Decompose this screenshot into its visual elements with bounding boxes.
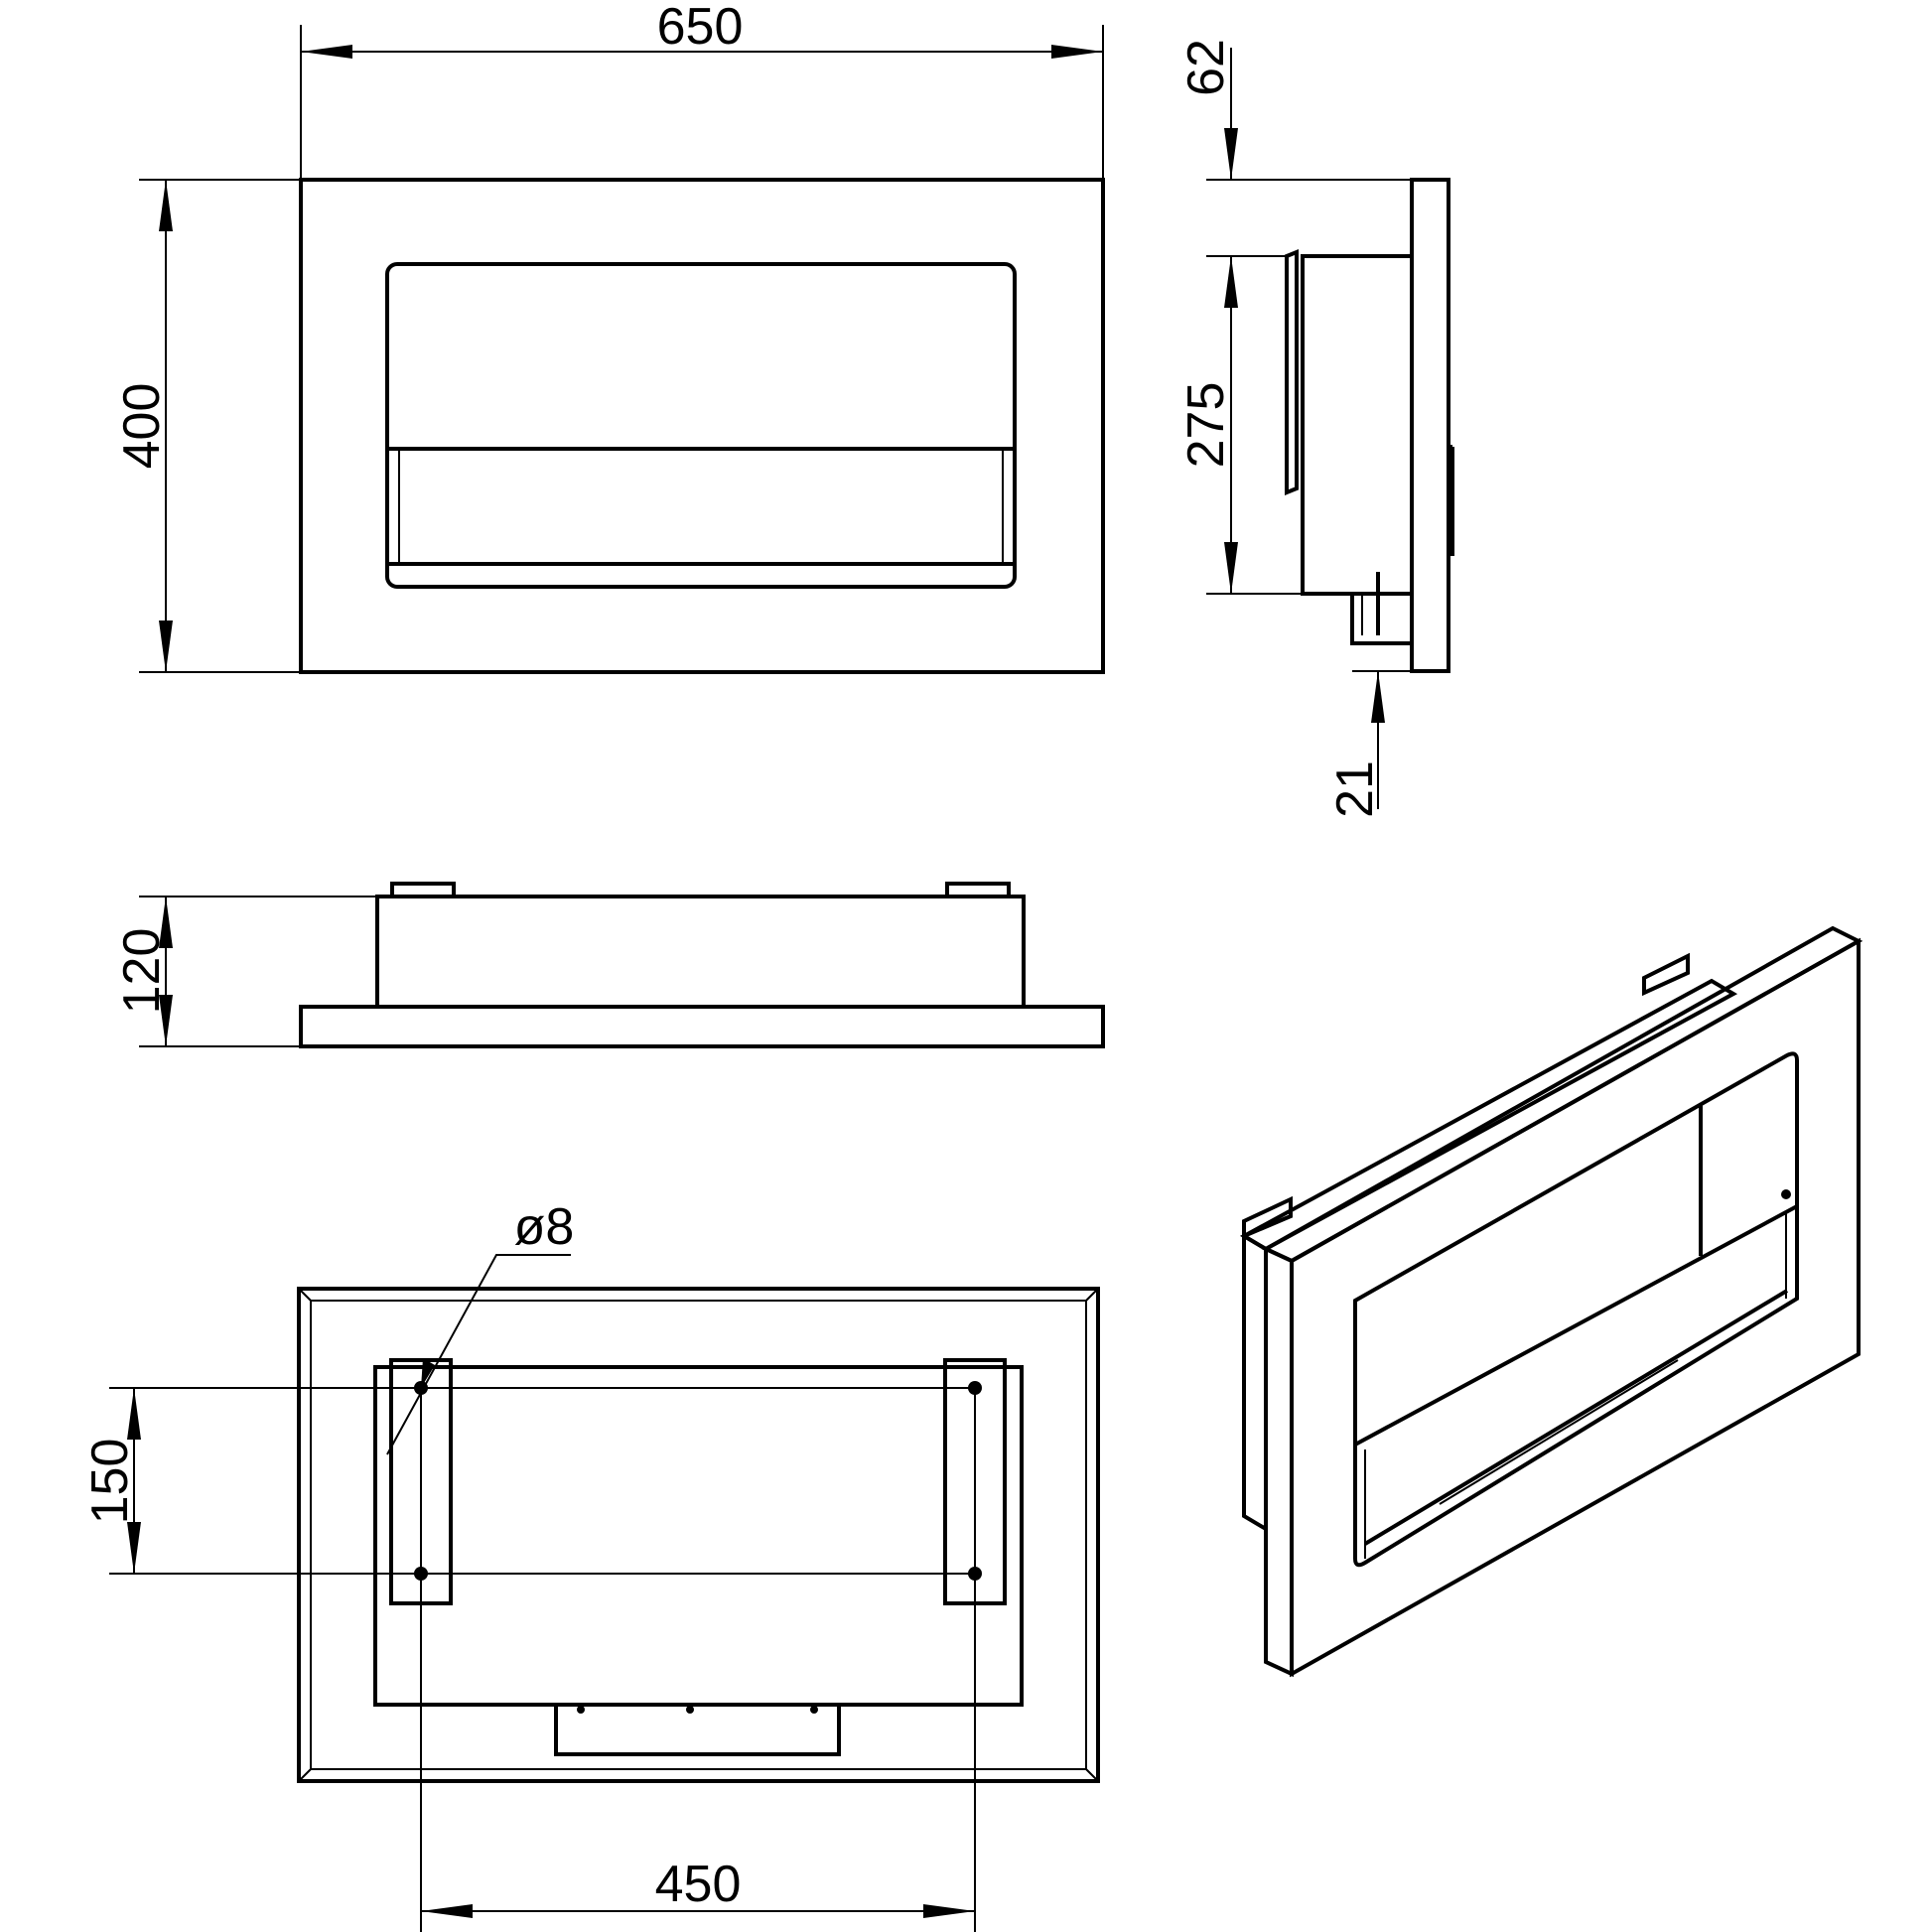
iso-body-side	[1242, 1232, 1268, 1533]
top-tab-right	[945, 882, 1011, 898]
front-opening	[385, 262, 1017, 589]
dim-label-450: 450	[655, 1856, 742, 1913]
iso-opening	[1353, 1051, 1799, 1568]
back-bottom-tab	[554, 1703, 841, 1756]
dim-label-650: 650	[657, 0, 744, 56]
side-bottom-tab	[1350, 594, 1412, 645]
dim-label-hole: ø8	[514, 1198, 575, 1256]
dim-label-21: 21	[1326, 760, 1384, 818]
iso-glass-divider	[1354, 1204, 1798, 1447]
front-frame	[299, 178, 1105, 674]
top-tab-left	[390, 882, 456, 898]
hole-leader	[386, 1254, 571, 1455]
iso-frame-side	[1264, 1245, 1294, 1678]
side-body	[1301, 254, 1414, 596]
dim-label-275: 275	[1177, 382, 1235, 469]
top-view: 120	[113, 882, 1105, 1048]
side-glass	[1285, 249, 1299, 495]
dim-label-62: 62	[1177, 39, 1235, 96]
iso-body-top	[1239, 978, 1738, 1252]
dim-label-150: 150	[81, 1439, 139, 1525]
dim-label-120: 120	[113, 928, 171, 1015]
front-view: 650 400	[113, 0, 1105, 674]
dim-label-400: 400	[113, 383, 171, 470]
back-frame	[297, 1287, 1100, 1783]
top-body	[375, 895, 1026, 1009]
back-body	[373, 1365, 1024, 1707]
side-wall-plate	[1410, 178, 1450, 673]
side-view: 62 275 21	[1177, 39, 1454, 818]
top-frame	[299, 1005, 1105, 1048]
back-view: 150 ø8 450	[81, 1198, 1100, 1932]
iso-frame-top	[1261, 925, 1863, 1264]
isometric-view	[1239, 925, 1863, 1678]
iso-frame-front	[1290, 937, 1861, 1678]
